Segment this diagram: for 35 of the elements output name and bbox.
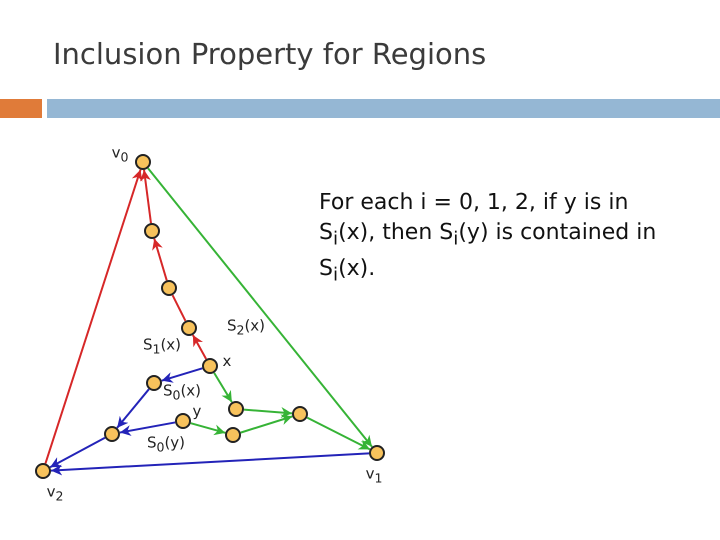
vertex-dot <box>228 401 244 417</box>
vertex-dot <box>146 375 162 391</box>
arrow <box>44 169 142 464</box>
arrow <box>50 436 106 468</box>
arrow <box>244 407 292 418</box>
vertex-dot <box>292 406 308 422</box>
vertex-dot <box>161 280 177 296</box>
vertex-dot <box>181 320 197 336</box>
arrow <box>152 238 168 281</box>
arrow <box>147 168 373 448</box>
arrow <box>161 367 203 383</box>
arrow <box>50 452 370 476</box>
connector-line <box>172 294 186 322</box>
vertex-dot <box>225 427 241 443</box>
arrow <box>240 414 293 434</box>
vertex-label: v$_{1}$ <box>366 464 382 486</box>
arrow <box>140 170 152 224</box>
vertex-label: x <box>222 352 232 370</box>
vertex-label: v$_{2}$ <box>46 482 64 504</box>
slide-title: Inclusion Property for Regions <box>53 37 486 71</box>
region-label: S$_{1}$(x) <box>142 336 182 356</box>
arrow <box>306 416 370 450</box>
body-text: For each i = 0, 1, 2, if y is in S$_{i}$(x), then S$_{i}$(y) is contained in S$_{i}$(x). <box>319 189 658 288</box>
vertex-label: v$_{0}$ <box>112 144 128 164</box>
vertex-label: y <box>192 402 202 420</box>
arrow <box>213 372 233 403</box>
arrow <box>120 421 176 436</box>
region-label: S$_{2}$(x) <box>226 316 266 338</box>
arrow <box>116 388 150 428</box>
arrow <box>190 422 226 436</box>
arrow <box>192 334 207 360</box>
region-label: S$_{0}$(x) <box>162 382 202 402</box>
vertex-dot <box>104 426 120 442</box>
region-label: S$_{0}$(y) <box>146 434 186 454</box>
vertex-dot <box>144 223 160 239</box>
